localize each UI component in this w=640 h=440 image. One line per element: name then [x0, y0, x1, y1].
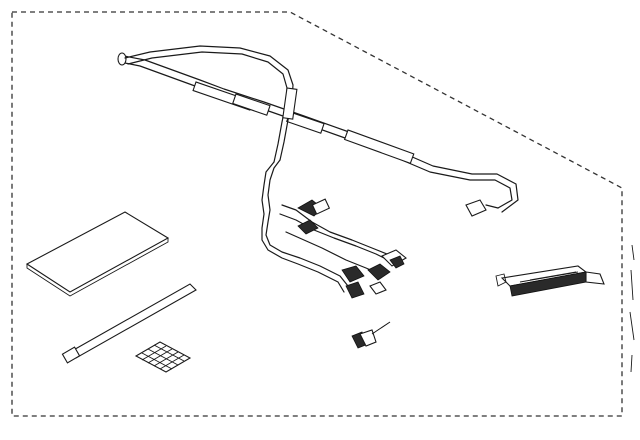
grid-tape — [134, 341, 192, 373]
clip-part — [351, 329, 377, 349]
cable-tie — [61, 283, 197, 364]
edge-fragment — [629, 244, 635, 373]
callout-leader — [371, 321, 391, 335]
kit-boundary — [11, 11, 623, 417]
light-module — [495, 265, 605, 297]
wire-harness — [117, 45, 519, 299]
adhesive-pad — [25, 211, 170, 297]
